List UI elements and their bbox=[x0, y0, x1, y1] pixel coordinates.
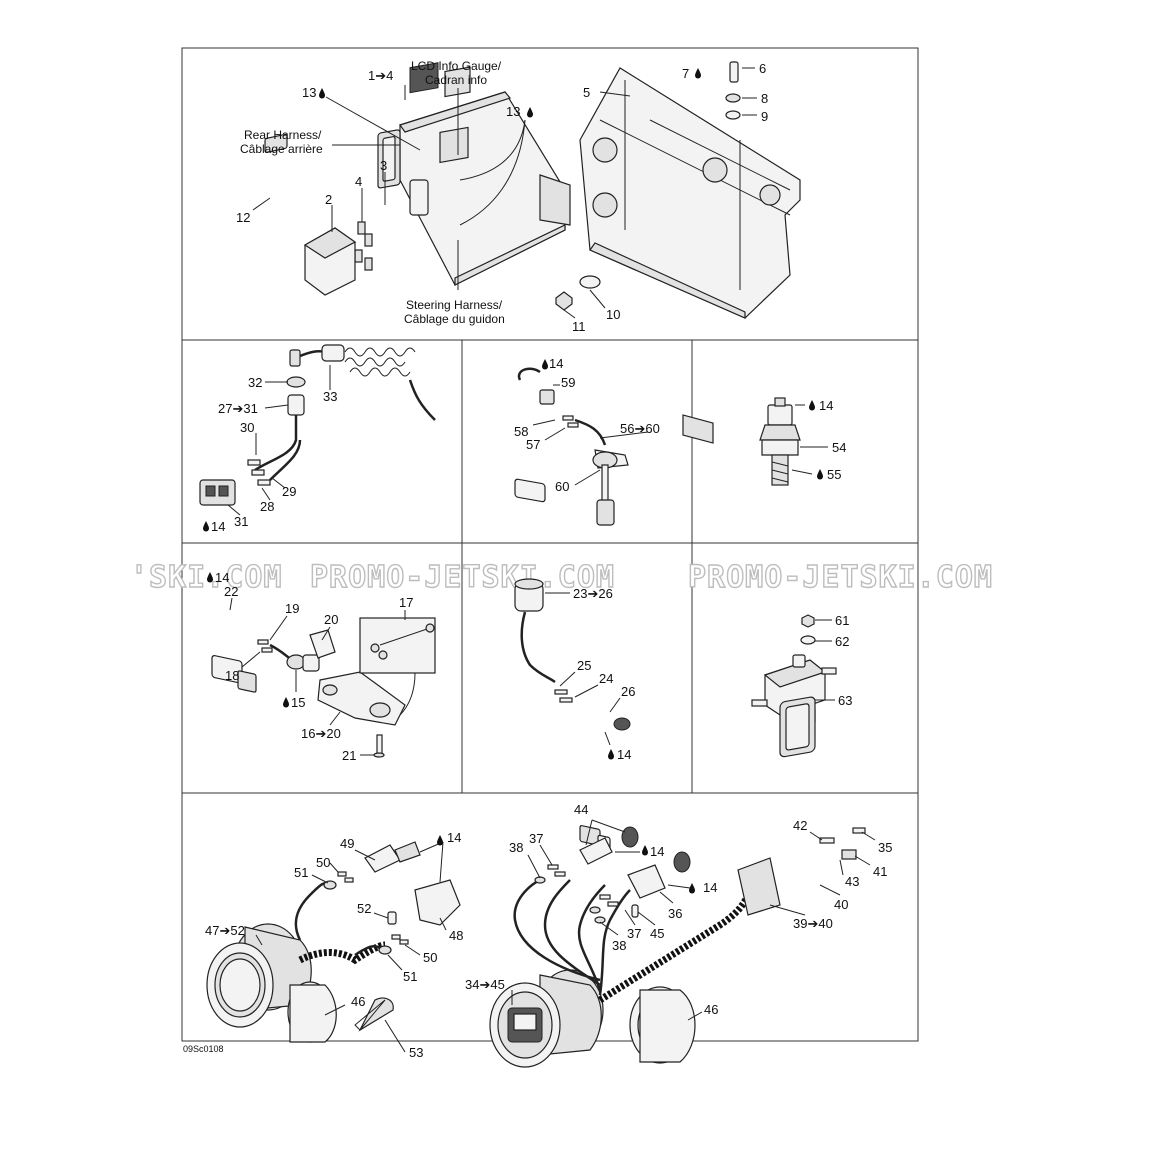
callout-51a: 51 bbox=[294, 865, 308, 880]
callout-27-31: 27➔31 bbox=[218, 401, 258, 416]
callout-43: 43 bbox=[845, 874, 859, 889]
callout-40: 40 bbox=[834, 897, 848, 912]
callout-20: 20 bbox=[324, 612, 338, 627]
callout-32: 32 bbox=[248, 375, 262, 390]
callout-61: 61 bbox=[835, 613, 849, 628]
rear-harness-label-en: Rear Harness/ bbox=[244, 128, 322, 142]
callout-53: 53 bbox=[409, 1045, 423, 1060]
callout-2: 2 bbox=[325, 192, 332, 207]
callout-5: 5 bbox=[583, 85, 590, 100]
callout-24: 24 bbox=[599, 671, 613, 686]
callout-44: 44 bbox=[574, 802, 588, 817]
callout-14-p5: 14 bbox=[215, 570, 229, 585]
callout-13-left: 13 bbox=[302, 85, 316, 100]
callout-9: 9 bbox=[761, 109, 768, 124]
callout-37b: 37 bbox=[627, 926, 641, 941]
callout-14-p8a: 14 bbox=[447, 830, 461, 845]
callout-48: 48 bbox=[449, 928, 463, 943]
callout-18: 18 bbox=[225, 668, 239, 683]
callout-36: 36 bbox=[668, 906, 682, 921]
callout-47-52: 47➔52 bbox=[205, 923, 245, 938]
callout-45: 45 bbox=[650, 926, 664, 941]
callout-37a: 37 bbox=[529, 831, 543, 846]
callout-22: 22 bbox=[224, 584, 238, 599]
callout-6: 6 bbox=[759, 61, 766, 76]
lcd-gauge-label-en: LCD Info Gauge/ bbox=[411, 59, 502, 73]
callout-39-40: 39➔40 bbox=[793, 916, 833, 931]
callout-62: 62 bbox=[835, 634, 849, 649]
callout-14-p2: 14 bbox=[211, 519, 225, 534]
callout-56-60: 56➔60 bbox=[620, 421, 660, 436]
callout-8: 8 bbox=[761, 91, 768, 106]
callout-15: 15 bbox=[291, 695, 305, 710]
callout-23-26: 23➔26 bbox=[573, 586, 613, 601]
callout-labels: 1➔4 2 3 4 5 6 7 8 9 10 11 12 13 13 LCD I… bbox=[205, 59, 892, 1060]
panel-gauges bbox=[206, 696, 876, 1068]
callout-25: 25 bbox=[577, 658, 591, 673]
panel-sensor-56-60 bbox=[514, 359, 649, 526]
callout-11: 11 bbox=[572, 319, 586, 334]
steering-harness-label-fr: Câblage du guidon bbox=[404, 312, 505, 326]
callout-49: 49 bbox=[340, 836, 354, 851]
callout-3: 3 bbox=[380, 158, 387, 173]
lcd-gauge-label-fr: Cadran info bbox=[425, 73, 487, 87]
callout-50a: 50 bbox=[316, 855, 330, 870]
callout-17: 17 bbox=[399, 595, 413, 610]
steering-harness-label-en: Steering Harness/ bbox=[406, 298, 503, 312]
panel-electronic-module bbox=[252, 61, 801, 444]
callout-57: 57 bbox=[526, 437, 540, 452]
callout-1-4: 1➔4 bbox=[368, 68, 393, 83]
callout-21: 21 bbox=[342, 748, 356, 763]
figure-code: 09Sc0108 bbox=[183, 1044, 224, 1054]
watermark: 'SKI.COM PROMO-JETSKI.COM PROMO-JETSKI.C… bbox=[129, 559, 993, 595]
panel-sensor-54 bbox=[759, 397, 828, 486]
callout-14-p4: 14 bbox=[819, 398, 833, 413]
callout-38b: 38 bbox=[612, 938, 626, 953]
callout-54: 54 bbox=[832, 440, 846, 455]
callout-14-p8b: 14 bbox=[650, 844, 664, 859]
callout-50b: 50 bbox=[423, 950, 437, 965]
callout-33: 33 bbox=[323, 389, 337, 404]
callout-52: 52 bbox=[357, 901, 371, 916]
callout-30: 30 bbox=[240, 420, 254, 435]
panel-sensor-23-26 bbox=[514, 578, 631, 854]
panel-sensor-15-22 bbox=[207, 572, 436, 758]
callout-26: 26 bbox=[621, 684, 635, 699]
watermark-left: 'SKI.COM bbox=[130, 560, 283, 595]
watermark-right: PROMO-JETSKI.COM bbox=[688, 560, 993, 595]
watermark-center: PROMO-JETSKI.COM bbox=[310, 560, 615, 595]
callout-35: 35 bbox=[878, 840, 892, 855]
callout-14-p8c: 14 bbox=[703, 880, 717, 895]
callout-59: 59 bbox=[561, 375, 575, 390]
callout-19: 19 bbox=[285, 601, 299, 616]
callout-16-20: 16➔20 bbox=[301, 726, 341, 741]
callout-7: 7 bbox=[682, 66, 689, 81]
callout-58: 58 bbox=[514, 424, 528, 439]
callout-28: 28 bbox=[260, 499, 274, 514]
callout-60: 60 bbox=[555, 479, 569, 494]
panel-sensor-27-33 bbox=[199, 344, 436, 532]
callout-34-45: 34➔45 bbox=[465, 977, 505, 992]
callout-63: 63 bbox=[838, 693, 852, 708]
callout-38a: 38 bbox=[509, 840, 523, 855]
callout-46a: 46 bbox=[351, 994, 365, 1009]
callout-14-p3: 14 bbox=[549, 356, 563, 371]
callout-13-right: 13 bbox=[506, 104, 520, 119]
callout-46b: 46 bbox=[704, 1002, 718, 1017]
callout-51b: 51 bbox=[403, 969, 417, 984]
callout-41: 41 bbox=[873, 864, 887, 879]
callout-10: 10 bbox=[606, 307, 620, 322]
callout-42: 42 bbox=[793, 818, 807, 833]
callout-12: 12 bbox=[236, 210, 250, 225]
callout-4: 4 bbox=[355, 174, 362, 189]
rear-harness-label-fr: Câblage arrière bbox=[240, 142, 323, 156]
panel-frames bbox=[181, 47, 919, 1042]
callout-14-p6: 14 bbox=[617, 747, 631, 762]
callout-55: 55 bbox=[827, 467, 841, 482]
callout-31: 31 bbox=[234, 514, 248, 529]
callout-29: 29 bbox=[282, 484, 296, 499]
